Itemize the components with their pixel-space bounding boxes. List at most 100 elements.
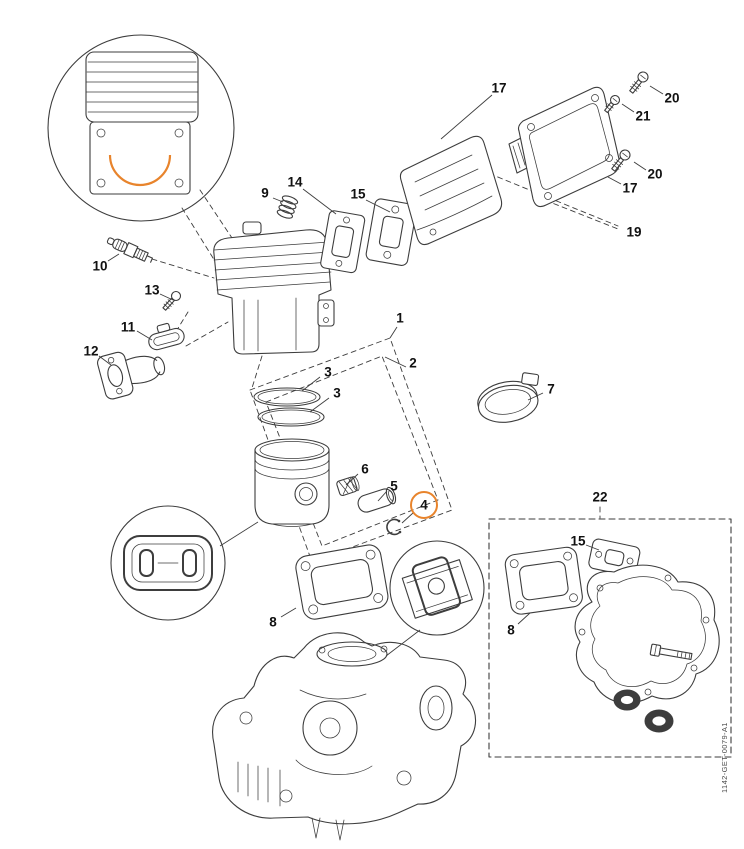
callout-label: 19 [626, 225, 641, 240]
callout-label: 4 [420, 498, 428, 513]
callout-label: 20 [647, 167, 662, 182]
callout-20[interactable]: 20 [649, 85, 680, 106]
callout-6[interactable]: 6 [345, 462, 369, 486]
callout-leader [621, 103, 635, 113]
callout-leader [585, 544, 600, 551]
callout-8[interactable]: 8 [269, 607, 297, 630]
clamp-7 [477, 372, 540, 423]
gasket-15 [365, 198, 417, 266]
highlight-circle [410, 491, 438, 519]
callout-label: 20 [664, 91, 679, 106]
inset-cylinder-view [47, 34, 235, 222]
callout-3[interactable]: 3 [301, 365, 332, 392]
gasket-set-gasket-8 [504, 546, 583, 615]
wrist-pin-5 [357, 486, 397, 513]
oil-seal-small [613, 689, 641, 711]
callout-label: 22 [592, 490, 607, 505]
callout-label: 1 [396, 311, 404, 326]
callout-label: 9 [261, 186, 269, 201]
callout-leader [107, 253, 120, 262]
callout-leader [377, 490, 388, 502]
callout-11[interactable]: 11 [121, 320, 153, 341]
callout-leader [517, 612, 531, 625]
callout-leader [401, 512, 414, 524]
callout-20[interactable]: 20 [633, 161, 663, 182]
bore-highlight-arc [108, 154, 172, 187]
callout-leader [98, 355, 112, 366]
callout-8[interactable]: 8 [507, 612, 531, 638]
needle-bearing-6 [336, 476, 360, 497]
callout-leader [384, 356, 407, 368]
gasket-8 [295, 544, 389, 620]
callout-label: 8 [269, 615, 277, 630]
callout-leader [280, 607, 297, 618]
callout-leader [527, 392, 544, 401]
screw-20-upper [629, 71, 649, 94]
callout-leader [272, 197, 284, 203]
callout-leader [365, 199, 391, 213]
inset-crankcase-magnifier [385, 540, 485, 657]
callout-14[interactable]: 14 [287, 175, 337, 215]
callout-5[interactable]: 5 [377, 479, 398, 502]
callout-3[interactable]: 3 [309, 386, 341, 413]
piston [254, 438, 330, 527]
oil-seal-large [644, 709, 674, 733]
spring-plug-9 [276, 195, 299, 219]
callout-17[interactable]: 17 [607, 176, 638, 196]
callout-label: 10 [92, 259, 107, 274]
callout-label: 7 [547, 382, 555, 397]
callout-leader [302, 188, 337, 215]
callout-7[interactable]: 7 [527, 382, 555, 401]
muffler-body-17 [399, 135, 503, 246]
spark-plug-10 [106, 237, 154, 263]
callout-9[interactable]: 9 [261, 186, 284, 203]
callout-label: 21 [635, 109, 651, 124]
callout-12[interactable]: 12 [83, 344, 112, 366]
clamp-11 [148, 322, 185, 351]
callout-15[interactable]: 15 [350, 187, 391, 213]
callout-label: 17 [622, 181, 637, 196]
callout-leader [159, 293, 174, 301]
callout-15[interactable]: 15 [570, 534, 600, 551]
callout-leader [345, 473, 359, 486]
callout-17[interactable]: 17 [440, 81, 507, 140]
callout-leader [309, 397, 330, 413]
screw-21 [604, 94, 621, 114]
callout-10[interactable]: 10 [92, 253, 120, 274]
callout-21[interactable]: 21 [621, 103, 651, 124]
callout-4-highlighted[interactable]: 4 [401, 491, 438, 524]
piston-ring-upper [253, 387, 321, 407]
callout-label: 17 [491, 81, 506, 96]
screw-20-lower [611, 149, 631, 172]
circlip-4 [386, 518, 402, 536]
callout-leader [301, 376, 321, 392]
doc-code: 1142-GET-0079-A1 [720, 722, 729, 793]
callout-label: 6 [361, 462, 369, 477]
intake-manifold-12 [97, 351, 166, 400]
callout-label: 13 [144, 283, 160, 298]
screw-13 [162, 290, 182, 311]
callout-label: 3 [324, 365, 332, 380]
callout-label: 3 [333, 386, 341, 401]
callout-19[interactable]: 19 [626, 225, 641, 240]
callout-label: 11 [121, 320, 136, 335]
cylinder-part [213, 221, 335, 355]
gasket-set-screw [649, 643, 693, 661]
callout-leader [607, 176, 622, 185]
callout-1[interactable]: 1 [389, 311, 404, 339]
group-bracket-2 [265, 355, 439, 547]
gasket-14 [320, 210, 366, 274]
callout-22[interactable]: 22 [592, 490, 607, 505]
callout-leader [440, 94, 493, 140]
callout-label: 8 [507, 623, 515, 638]
inset-piston-detail [110, 505, 259, 621]
callout-label: 14 [287, 175, 303, 190]
callout-2[interactable]: 2 [384, 356, 417, 371]
crankcase-assembly [212, 632, 477, 841]
callout-13[interactable]: 13 [144, 283, 174, 301]
crankcase-gasket [574, 564, 720, 704]
piston-ring-lower [257, 407, 325, 427]
